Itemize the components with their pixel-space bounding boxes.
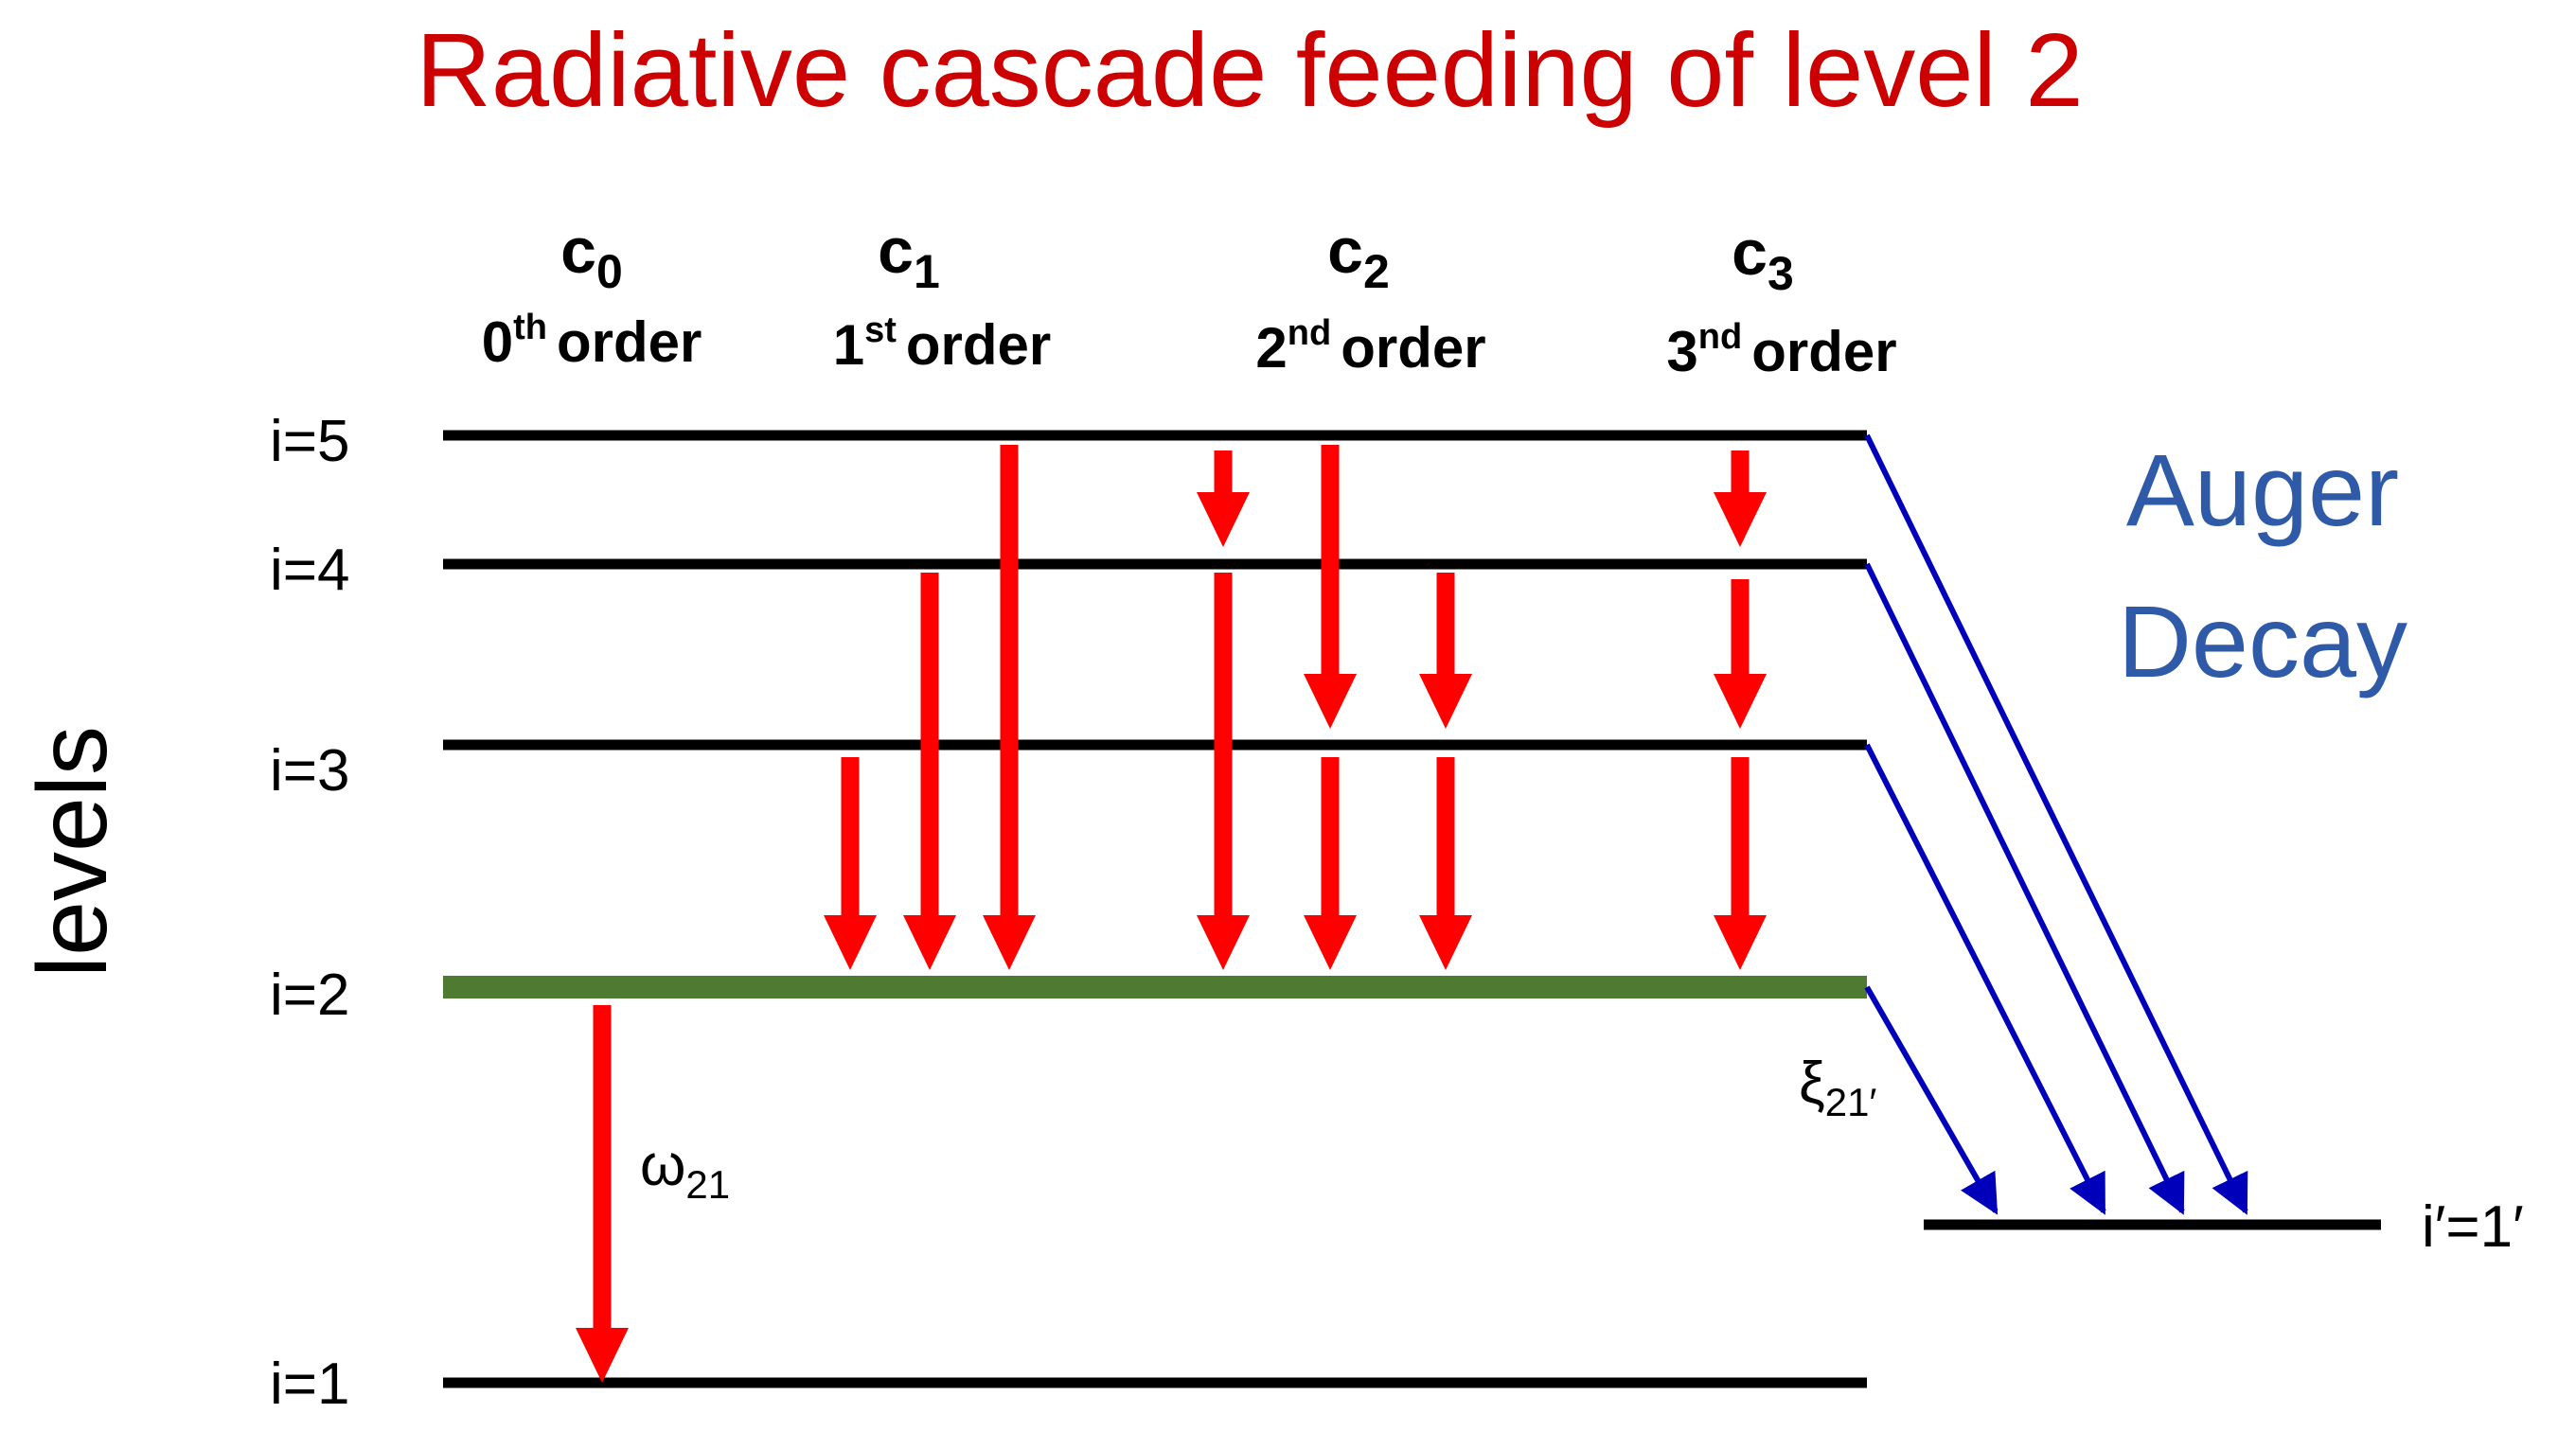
coefficient-c2: c2 [1327,215,1390,298]
coefficient-c3: c3 [1732,217,1794,300]
radiative-arrow-3-to-2-c2b [1419,757,1472,970]
radiative-arrow-4-to-2-c2 [1197,573,1250,970]
level-label-5: i=5 [270,409,349,474]
radiative-arrow-4-to-2 [903,573,956,970]
level-label-3: i=3 [270,738,349,804]
level-label-2: i=2 [270,963,349,1028]
radiative-arrow-5-to-4-c2 [1197,451,1250,547]
radiative-arrow-5-to-3-c2 [1304,445,1357,729]
radiative-arrow-2-to-1 [576,1005,629,1383]
auger-arrows [1864,433,2248,1215]
auger-arrow-from-3 [1864,743,2106,1215]
ion-level-label: i′=1′ [2422,1194,2524,1260]
xi-label: ξ21′ [1799,1051,1876,1124]
auger-arrow-from-5 [1864,433,2248,1215]
axis-label: levels [18,726,128,978]
auger-label-line2: Decay [2118,584,2407,698]
auger-arrow-from-2 [1864,985,1999,1215]
diagram-title: Radiative cascade feeding of level 2 [416,12,2083,129]
radiative-arrows [576,445,1767,1383]
omega-label: ω21 [640,1133,730,1207]
coefficient-c1: c1 [878,215,940,298]
level-label-1: i=1 [270,1352,349,1417]
level-label-4: i=4 [270,538,349,603]
radiative-arrow-3-to-2 [824,757,877,970]
radiative-arrow-3-to-2-c2a [1304,757,1357,970]
radiative-arrow-4-to-3-c2 [1419,573,1472,729]
auger-label-line1: Auger [2126,433,2399,547]
radiative-arrow-5-to-2 [983,445,1036,970]
radiative-arrow-4-to-3-c3 [1714,579,1767,729]
radiative-arrow-5-to-4-c3 [1714,451,1767,547]
radiative-arrow-3-to-2-c3 [1714,757,1767,970]
coefficient-c0: c0 [560,215,623,298]
auger-arrow-from-4 [1864,562,2185,1215]
